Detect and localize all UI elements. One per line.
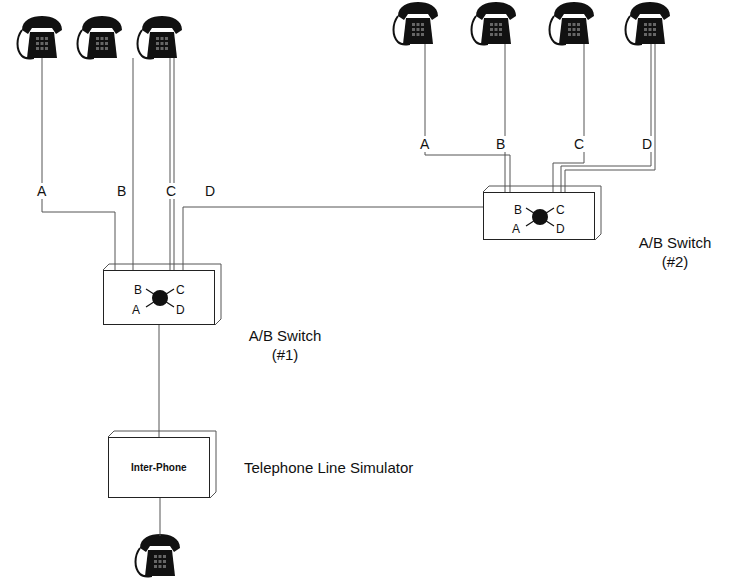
wire (561, 44, 651, 192)
wire (565, 44, 655, 192)
connector-wire (183, 207, 483, 270)
wire (174, 58, 175, 270)
ab-switch-box: BCADA/B Switch (#1) (103, 270, 215, 325)
telephone (78, 16, 123, 59)
switch-position: C (556, 204, 565, 216)
wire-label: A (36, 183, 47, 199)
box-depth (108, 431, 216, 498)
wire (505, 44, 506, 192)
switch-heading: A/B Switch (#2) (629, 233, 721, 271)
switch-heading: A/B Switch (#1) (239, 326, 331, 364)
box-depth (103, 264, 221, 325)
switch-position: A (132, 304, 140, 316)
wire (160, 498, 161, 536)
switch-knob (104, 271, 214, 324)
switch-position: C (176, 284, 185, 296)
switch-knob (484, 193, 594, 239)
telephone (626, 2, 671, 45)
wire (170, 58, 171, 270)
wire-label: D (641, 136, 653, 152)
switch-position: D (176, 304, 185, 316)
wire (42, 58, 115, 270)
wire-label: A (419, 136, 430, 152)
switch-position: A (512, 223, 520, 235)
telephone (394, 2, 439, 45)
telephone (138, 16, 183, 59)
wire-label: C (573, 136, 585, 152)
telephone (136, 534, 181, 577)
line-simulator-box: Inter-PhoneTelephone Line Simulator (108, 437, 210, 498)
telephone (550, 2, 595, 45)
wire (133, 58, 134, 270)
box-depth (483, 186, 601, 240)
switch-position: B (514, 204, 522, 216)
telephone (472, 2, 517, 45)
wire-label: D (204, 183, 216, 199)
telephone (18, 16, 63, 59)
connector-wire (159, 325, 160, 437)
wire (425, 44, 510, 192)
wire-label: B (495, 136, 506, 152)
ab-switch-box: BCADA/B Switch (#2) (483, 192, 595, 240)
switch-position: D (556, 223, 565, 235)
device-caption: Telephone Line Simulator (244, 459, 413, 477)
device-label: Inter-Phone (131, 462, 187, 474)
wire-label: B (116, 183, 127, 199)
wire-label: C (165, 183, 177, 199)
switch-position: B (134, 284, 142, 296)
